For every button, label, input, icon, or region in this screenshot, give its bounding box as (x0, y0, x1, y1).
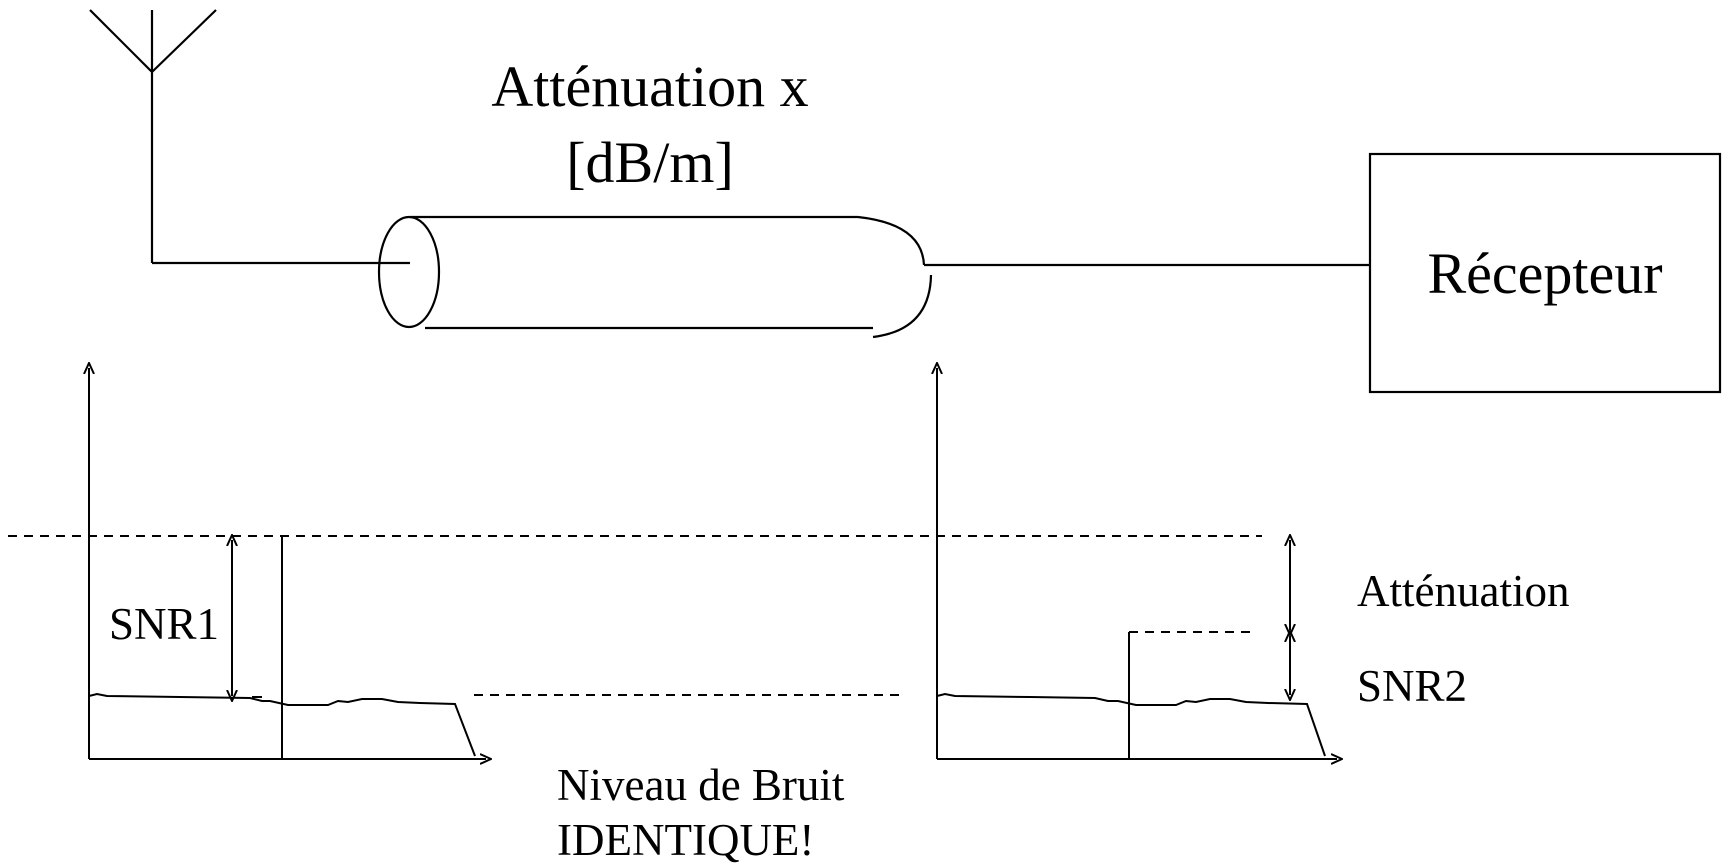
coaxial-cable (377, 215, 933, 339)
right-noise-floor (936, 692, 1326, 757)
snr1-label: SNR1 (109, 599, 219, 649)
left-noise-floor (88, 692, 476, 757)
cable-attenuation-label: Atténuation x (491, 54, 808, 119)
noise-note-line2: IDENTIQUE! (557, 815, 814, 863)
attenuation-label: Atténuation (1357, 566, 1569, 616)
snr2-label: SNR2 (1357, 661, 1467, 711)
receiver-box: Récepteur (1368, 152, 1722, 394)
left-spectrum-plot: SNR1 (89, 368, 486, 759)
receiver-label: Récepteur (1427, 241, 1662, 306)
noise-note-line1: Niveau de Bruit (557, 760, 845, 810)
right-spectrum-plot: Atténuation SNR2 (937, 368, 1569, 759)
cable-attenuation-unit: [dB/m] (566, 130, 734, 195)
antenna-icon (89, 9, 410, 265)
